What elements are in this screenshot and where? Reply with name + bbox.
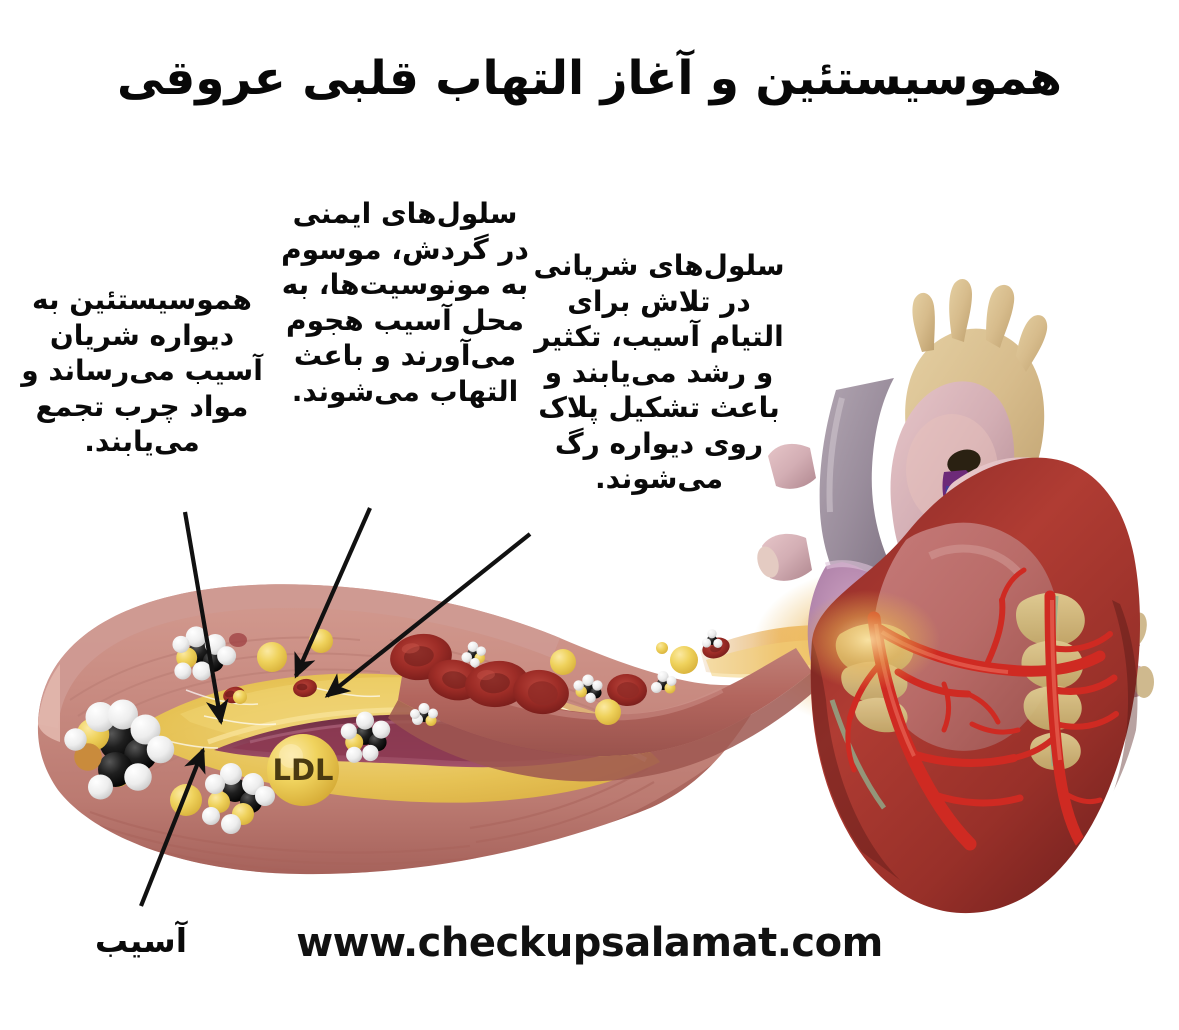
superior-vena-cava — [819, 378, 898, 600]
annotation-arrows — [139, 507, 532, 907]
ldl-label: LDL — [272, 753, 333, 787]
callout-monocytes: سلول‌های ایمنی در گردش، موسوم به مونوسیت… — [281, 197, 529, 408]
red-blood-cells — [390, 633, 730, 715]
arrow-damage — [139, 747, 206, 907]
arrow-monocytes — [294, 507, 372, 679]
stream-particles — [410, 629, 723, 726]
callout-homocysteine: هموسیستئین به دیواره شریان آسیب می‌رساند… — [21, 283, 263, 459]
site-url-watermark: www.checkupsalamat.com — [296, 920, 883, 966]
arrow-plaque — [324, 532, 532, 698]
callout-damage-label: آسیب — [94, 921, 188, 960]
downstream-vessel — [388, 629, 820, 782]
page-title: هموسیستئین و آغاز التهاب قلبی عروقی — [116, 51, 1063, 106]
ldl-particle: LDL — [267, 734, 339, 806]
molecule-clusters — [64, 626, 453, 834]
callout-plaque: سلول‌های شریانی در تلاش برای التیام آسیب… — [533, 249, 785, 496]
arrow-homocysteine — [182, 511, 229, 725]
vessel-lumen — [398, 648, 812, 757]
heart-illustration — [757, 279, 1154, 914]
